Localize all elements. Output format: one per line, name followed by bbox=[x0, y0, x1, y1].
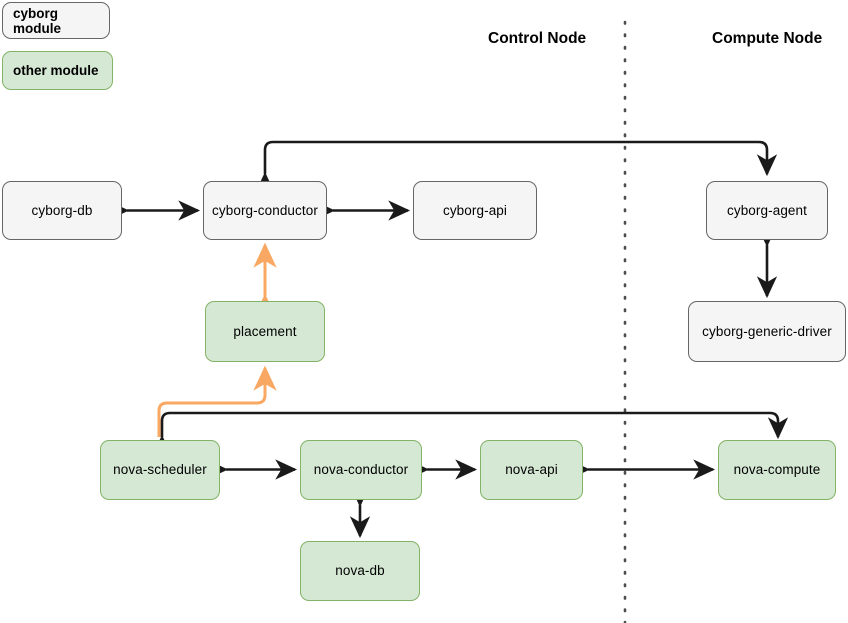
zone-label-control-node: Control Node bbox=[488, 30, 587, 47]
legend-other-module-label: other module bbox=[13, 63, 99, 78]
node-nova-api[interactable]: nova-api bbox=[480, 440, 583, 500]
edge-nova-conductor-compute bbox=[151, 411, 789, 457]
node-cyborg-generic-driver[interactable]: cyborg-generic-driver bbox=[688, 301, 846, 362]
node-nova-db-label: nova-db bbox=[335, 563, 385, 579]
node-cyborg-generic-driver-label: cyborg-generic-driver bbox=[702, 323, 832, 339]
node-placement-label: placement bbox=[233, 323, 297, 339]
node-nova-api-label: nova-api bbox=[505, 462, 558, 478]
legend-cyborg-module: cyborg module bbox=[2, 2, 110, 39]
node-cyborg-conductor[interactable]: cyborg-conductor bbox=[203, 181, 327, 240]
node-nova-conductor-label: nova-conductor bbox=[313, 462, 409, 478]
node-nova-compute-label: nova-compute bbox=[733, 462, 821, 478]
node-cyborg-api[interactable]: cyborg-api bbox=[413, 181, 537, 240]
edge-cyborg-conductor-agent bbox=[254, 140, 778, 194]
node-nova-db[interactable]: nova-db bbox=[300, 541, 420, 601]
legend-cyborg-module-label: cyborg module bbox=[13, 5, 62, 36]
node-nova-conductor[interactable]: nova-conductor bbox=[300, 440, 422, 500]
node-cyborg-api-label: cyborg-api bbox=[442, 202, 508, 218]
node-nova-compute[interactable]: nova-compute bbox=[718, 440, 836, 500]
edge-nova-scheduler-placement bbox=[157, 365, 277, 437]
node-cyborg-conductor-label: cyborg-conductor bbox=[212, 202, 318, 218]
node-cyborg-agent-label: cyborg-agent bbox=[727, 202, 807, 218]
node-nova-scheduler[interactable]: nova-scheduler bbox=[100, 440, 220, 500]
node-cyborg-db[interactable]: cyborg-db bbox=[2, 181, 122, 240]
zone-label-compute-node: Compute Node bbox=[712, 30, 823, 47]
node-cyborg-db-label: cyborg-db bbox=[31, 202, 93, 218]
legend-other-module: other module bbox=[2, 51, 113, 90]
node-nova-scheduler-label: nova-scheduler bbox=[113, 462, 207, 478]
node-placement[interactable]: placement bbox=[205, 301, 325, 362]
node-cyborg-agent[interactable]: cyborg-agent bbox=[706, 181, 828, 240]
